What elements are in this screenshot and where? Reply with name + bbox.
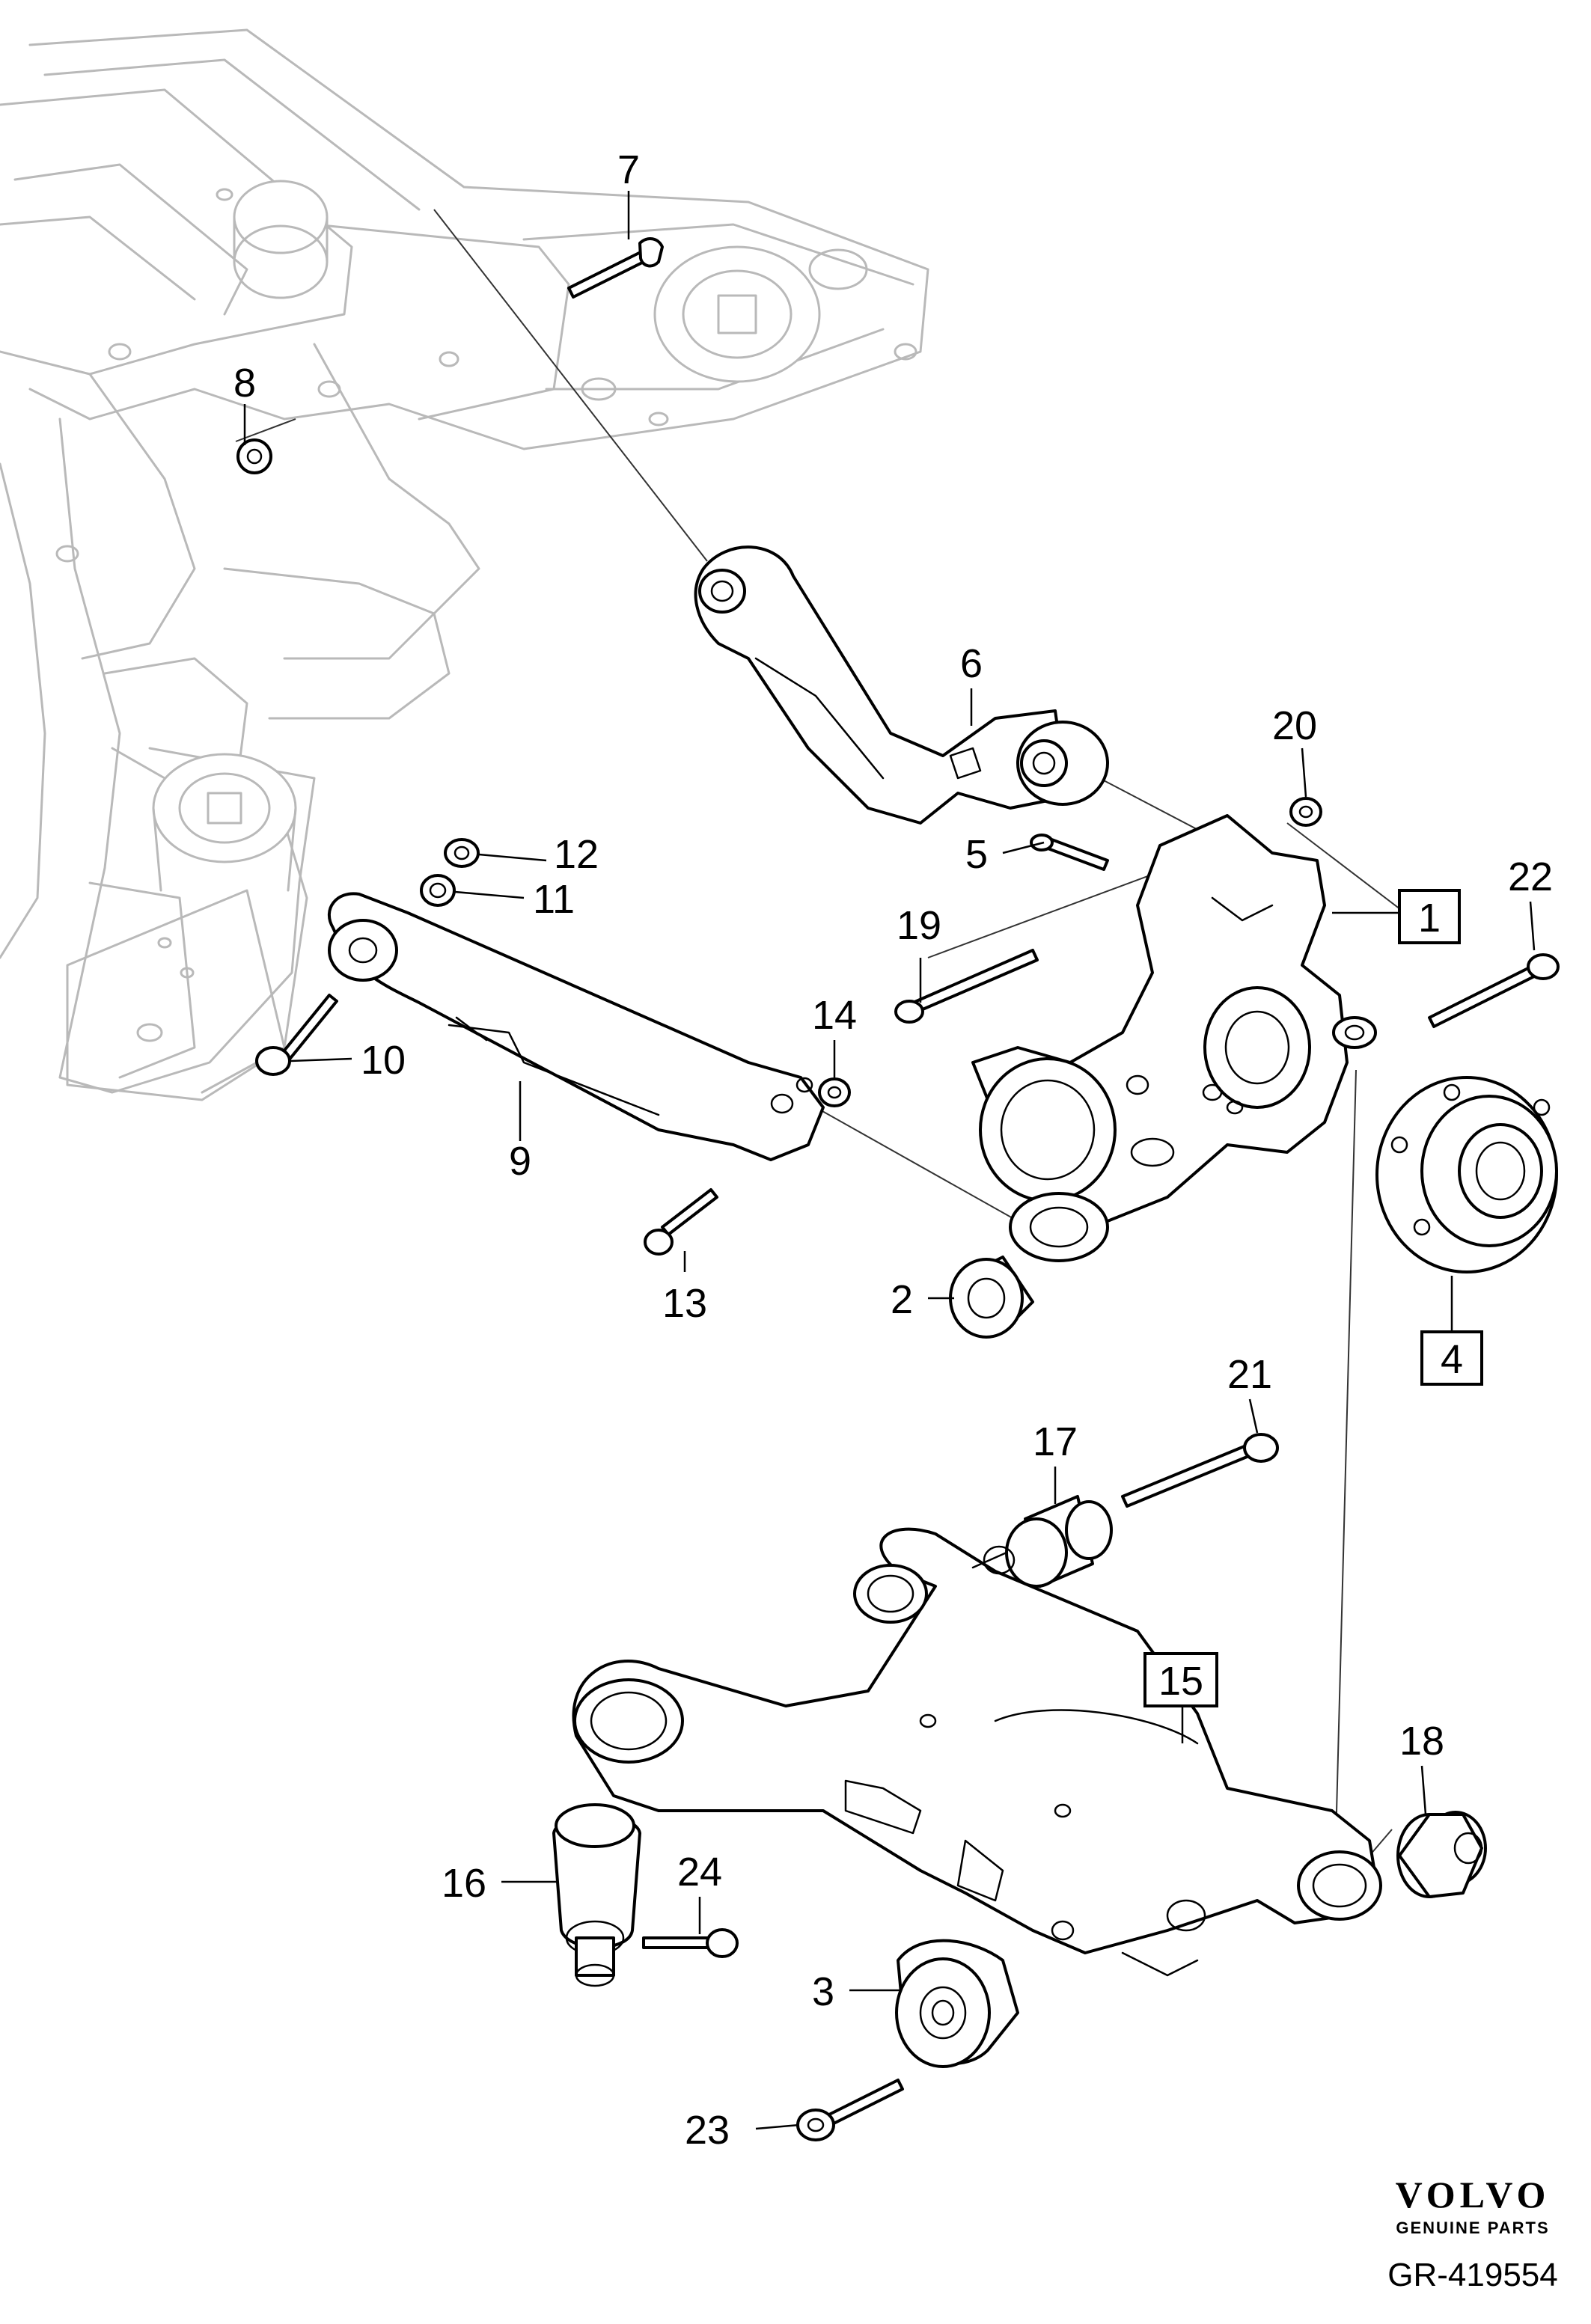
bushing-2 [949, 1256, 1034, 1339]
callout-16: 16 [442, 1861, 486, 1906]
diagram-reference: GR-419554 [1387, 2257, 1557, 2293]
boxed-callout-15: 15 [1158, 1659, 1203, 1704]
callout-12: 12 [554, 832, 599, 877]
boxed-callout-1: 1 [1418, 896, 1441, 941]
callout-21: 21 [1227, 1352, 1272, 1397]
bushing-17 [971, 1495, 1113, 1588]
callout-19: 19 [897, 903, 941, 948]
boxed-callout-15-frame [1143, 1652, 1218, 1707]
callout-2: 2 [891, 1277, 913, 1322]
callout-6: 6 [960, 641, 983, 686]
callout-5: 5 [965, 832, 988, 877]
bushing-16 [552, 1803, 641, 1987]
callout-8: 8 [233, 361, 256, 406]
boxed-callout-1-frame [1398, 889, 1461, 944]
upper-control-arm [694, 545, 1109, 825]
callout-24: 24 [677, 1850, 722, 1895]
callout-22: 22 [1508, 854, 1553, 899]
subframe-illustration [0, 28, 929, 1101]
bushing-18 [1396, 1811, 1487, 1898]
lower-link-arm [328, 892, 825, 1161]
callout-14: 14 [812, 993, 857, 1038]
callout-17: 17 [1033, 1419, 1078, 1464]
callout-3: 3 [812, 1969, 834, 2014]
hub-bearing [1375, 1076, 1558, 1273]
callout-18: 18 [1399, 1719, 1444, 1764]
bushing-3 [895, 1939, 1019, 2068]
lower-control-arm [572, 1527, 1382, 1977]
callout-labels: 7 8 6 20 5 12 22 11 19 14 10 9 2 13 21 1… [233, 147, 1553, 2153]
callout-20: 20 [1272, 703, 1317, 748]
callout-13: 13 [662, 1281, 707, 1326]
callout-7: 7 [617, 147, 640, 192]
branding: VOLVO GENUINE PARTS GR-419554 [1387, 2174, 1557, 2293]
callout-9: 9 [509, 1139, 531, 1184]
boxed-callout-4-frame [1420, 1330, 1483, 1386]
leader-lines [243, 191, 1536, 2130]
fasteners [236, 237, 1560, 2141]
callout-11: 11 [533, 877, 575, 922]
boxed-callouts: 1 4 15 [1143, 889, 1483, 1707]
genuine-parts-label: GENUINE PARTS [1396, 2218, 1549, 2237]
volvo-logo: VOLVO [1396, 2174, 1551, 2216]
knuckle [971, 814, 1377, 1262]
boxed-callout-4: 4 [1441, 1337, 1463, 1382]
callout-23: 23 [685, 2108, 730, 2153]
callout-10: 10 [361, 1038, 406, 1083]
